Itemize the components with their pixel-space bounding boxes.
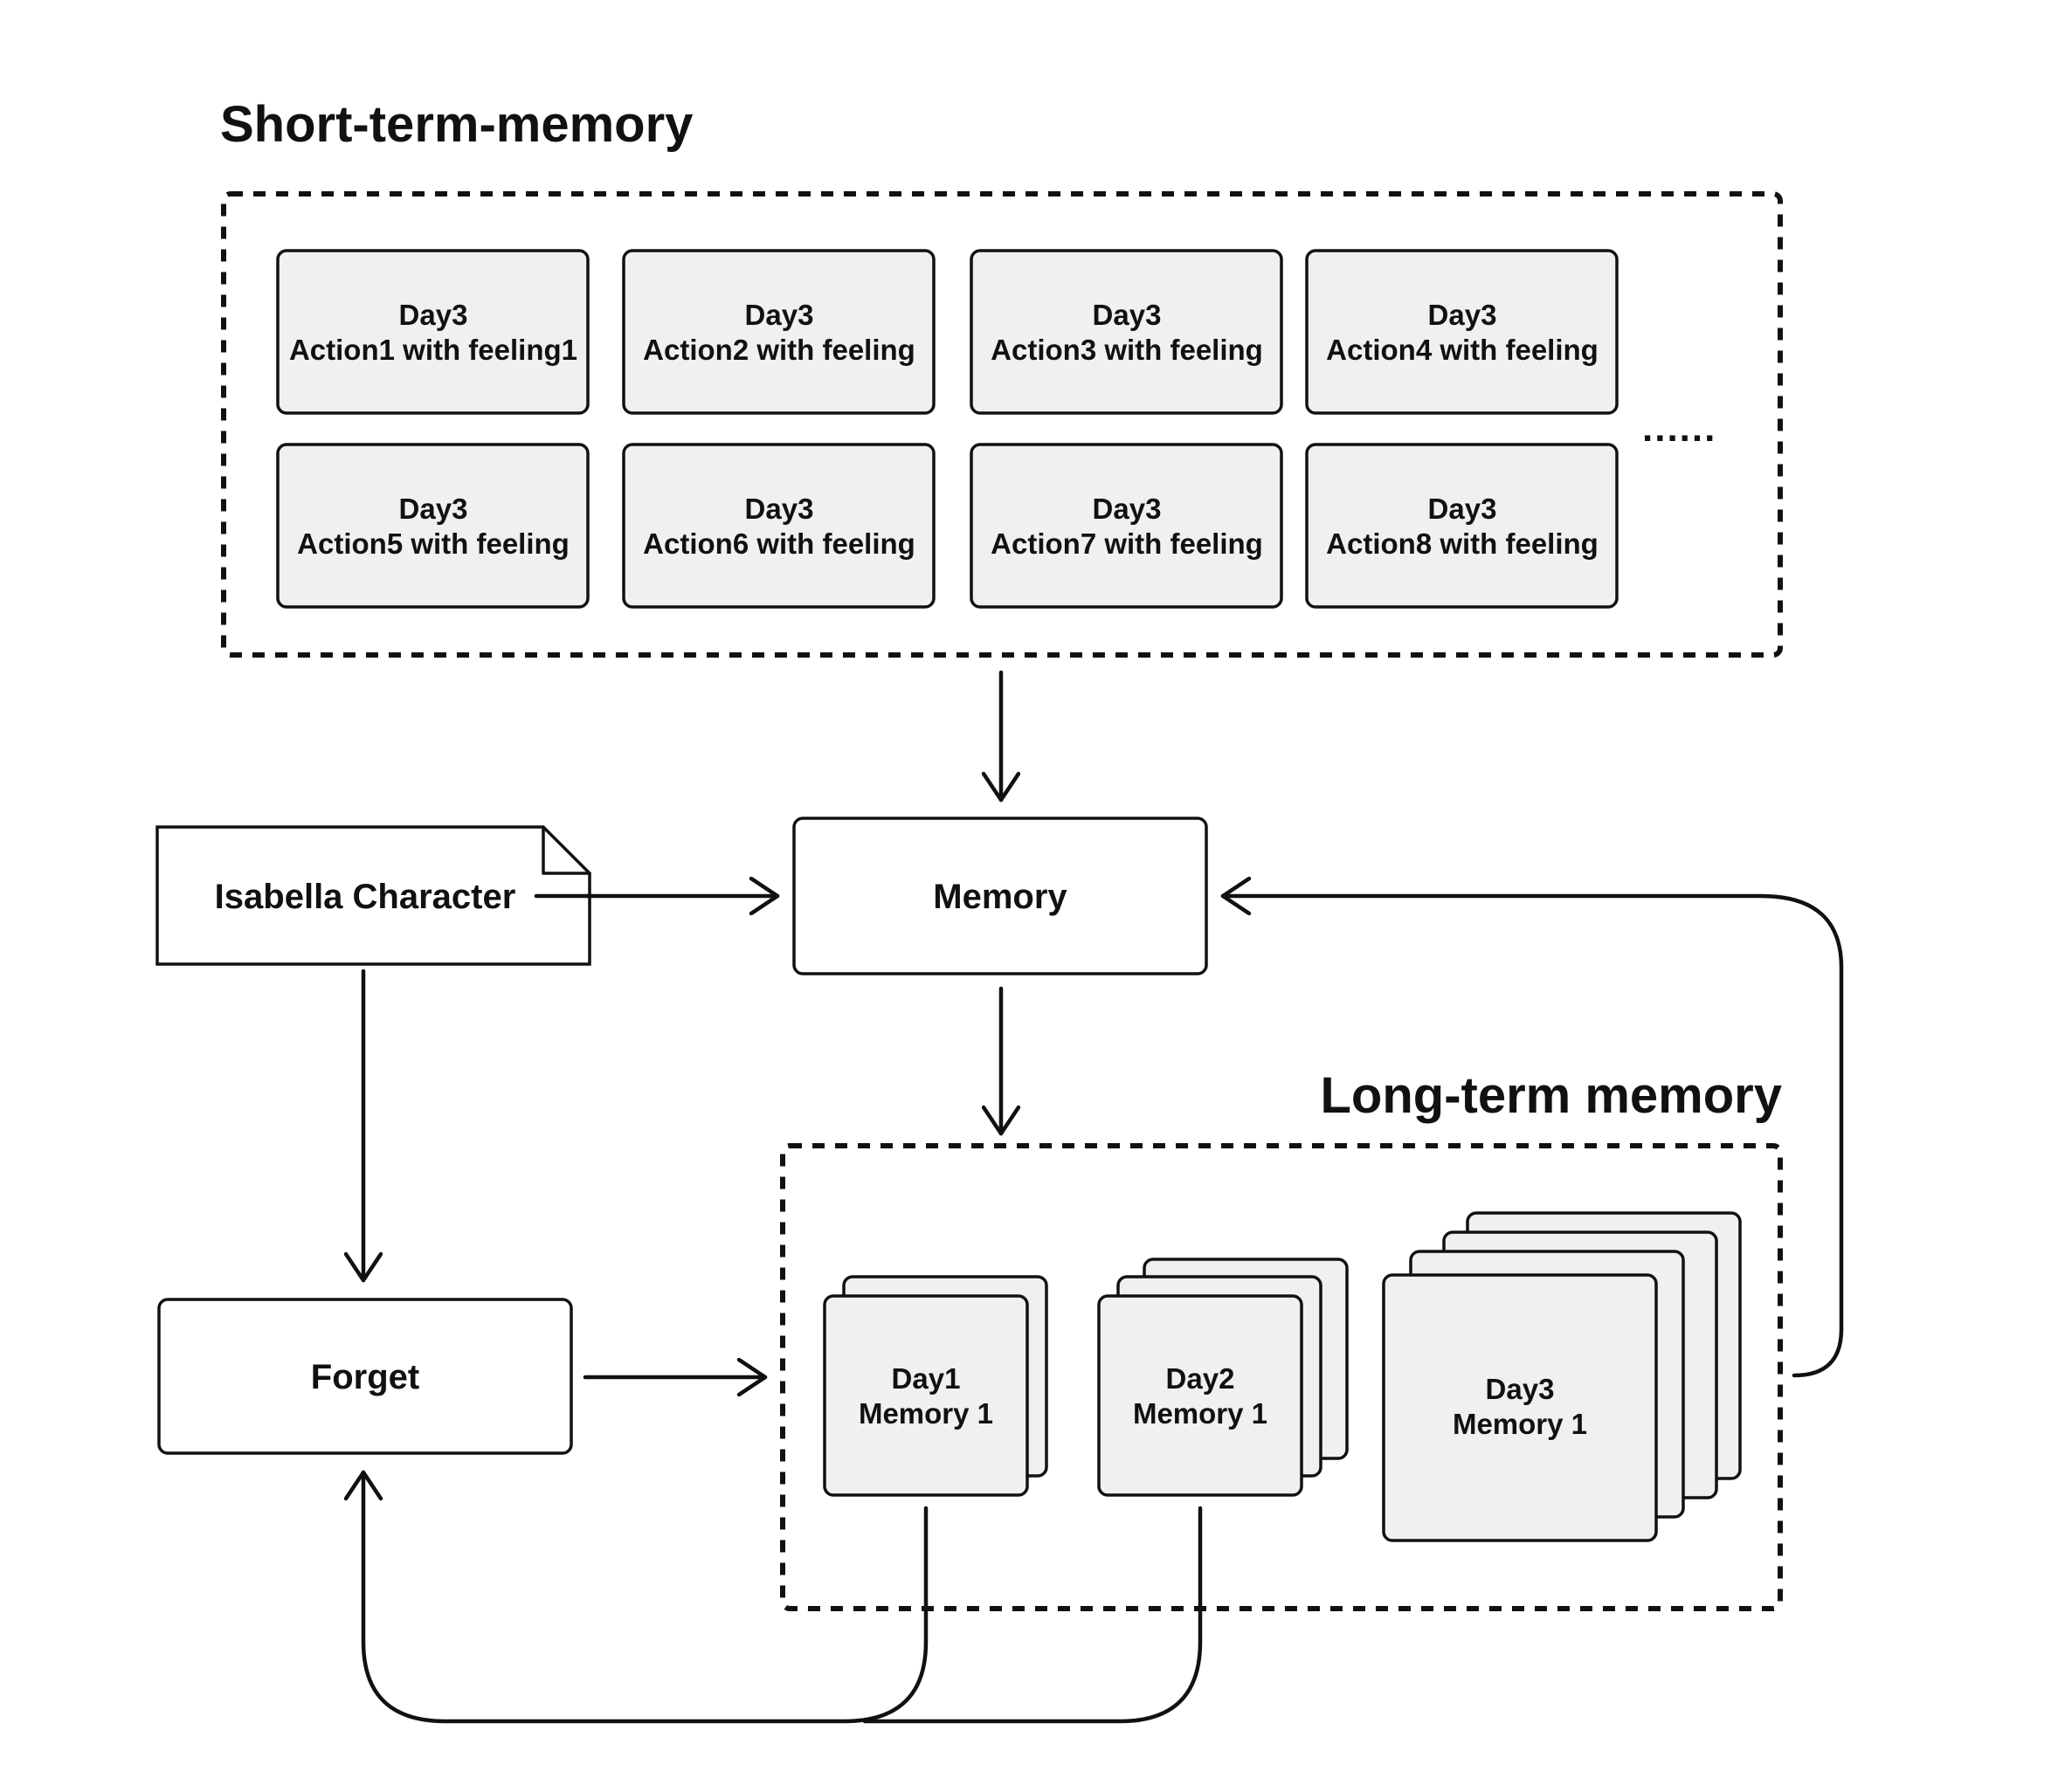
short-term-item: Day3 Action8 with feeling: [1305, 443, 1619, 609]
memory-stack-day2: Day2 Memory 1: [1097, 1258, 1349, 1497]
short-term-item: Day3 Action4 with feeling: [1305, 249, 1619, 415]
forget-node: Forget: [157, 1298, 573, 1455]
stack-memory: Memory 1: [859, 1397, 993, 1430]
item-action: Action8 with feeling: [1326, 527, 1599, 560]
short-term-item: Day3 Action6 with feeling: [622, 443, 936, 609]
item-action: Action1 with feeling1: [289, 334, 577, 366]
item-action: Action2 with feeling: [643, 334, 915, 366]
stack-day: Day3: [1486, 1373, 1555, 1405]
memory-node: Memory: [792, 817, 1208, 975]
item-day: Day3: [1428, 493, 1497, 525]
memory-label: Memory: [933, 878, 1067, 916]
stack-memory: Memory 1: [1453, 1408, 1587, 1440]
stack-day: Day1: [892, 1362, 961, 1395]
memory-stack-day1: Day1 Memory 1: [823, 1275, 1048, 1497]
item-day: Day3: [745, 299, 814, 331]
item-action: Action3 with feeling: [991, 334, 1263, 366]
long-term-memory-title: Long-term memory: [1320, 1067, 1782, 1124]
character-label: Isabella Character: [215, 878, 516, 916]
character-document: Isabella Character: [155, 825, 591, 966]
more-items-ellipsis: ......: [1642, 407, 1716, 450]
item-day: Day3: [1428, 299, 1497, 331]
memory-stack-day3: Day3 Memory 1: [1382, 1211, 1742, 1542]
item-action: Action5 with feeling: [297, 527, 570, 560]
short-term-memory-container: [221, 191, 1783, 658]
item-day: Day3: [1093, 493, 1162, 525]
short-term-item: Day3 Action7 with feeling: [970, 443, 1283, 609]
item-action: Action4 with feeling: [1326, 334, 1599, 366]
short-term-item: Day3 Action1 with feeling1: [276, 249, 590, 415]
item-day: Day3: [745, 493, 814, 525]
item-action: Action7 with feeling: [991, 527, 1263, 560]
item-action: Action6 with feeling: [643, 527, 915, 560]
item-day: Day3: [1093, 299, 1162, 331]
short-term-item: Day3 Action3 with feeling: [970, 249, 1283, 415]
short-term-memory-title: Short-term-memory: [220, 96, 693, 153]
arrow-day2-to-forget: [862, 1506, 1203, 1724]
item-day: Day3: [399, 299, 468, 331]
forget-label: Forget: [311, 1358, 419, 1396]
stack-memory: Memory 1: [1133, 1397, 1267, 1430]
short-term-item: Day3 Action2 with feeling: [622, 249, 936, 415]
arrow-long-term-to-memory: [1220, 896, 1844, 1378]
arrow-day1-to-forget: [363, 1470, 929, 1724]
item-day: Day3: [399, 493, 468, 525]
short-term-item: Day3 Action5 with feeling: [276, 443, 590, 609]
stack-day: Day2: [1166, 1362, 1235, 1395]
